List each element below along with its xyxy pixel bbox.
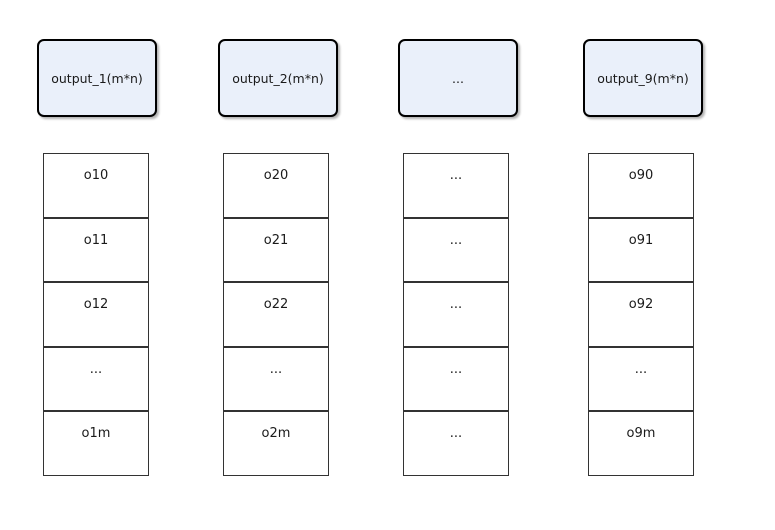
table-cell: o9m — [589, 412, 693, 475]
table-cell: o21 — [224, 219, 328, 284]
output-cell-table: o20 o21 o22 ... o2m — [223, 153, 329, 476]
table-cell: o11 — [44, 219, 148, 284]
output-header-label: output_9(m*n) — [597, 70, 689, 86]
output-header-box: output_1(m*n) — [37, 39, 157, 117]
table-cell-label: o90 — [628, 168, 654, 183]
output-group: output_2(m*n) o20 o21 o22 ... o2m — [218, 39, 338, 476]
table-cell-label: ... — [269, 361, 283, 377]
table-cell: o2m — [224, 412, 328, 475]
output-header-box: output_2(m*n) — [218, 39, 338, 117]
table-cell-label: ... — [449, 426, 463, 442]
table-cell-label: o2m — [261, 426, 291, 442]
table-cell: o12 — [44, 283, 148, 348]
table-cell: o1m — [44, 412, 148, 475]
output-group: output_9(m*n) o90 o91 o92 ... o9m — [583, 39, 703, 476]
table-cell: o92 — [589, 283, 693, 348]
table-cell: o22 — [224, 283, 328, 348]
table-cell-label: o12 — [83, 297, 109, 313]
table-cell-label: o11 — [83, 232, 109, 248]
table-cell-label: o21 — [263, 232, 289, 248]
table-cell-label: ... — [449, 297, 463, 313]
table-cell: o91 — [589, 219, 693, 284]
output-header-label: output_1(m*n) — [51, 70, 143, 86]
output-cell-table: ... ... ... ... ... — [403, 153, 509, 476]
table-cell: o90 — [589, 154, 693, 219]
table-cell: ... — [404, 412, 508, 475]
table-cell: o10 — [44, 154, 148, 219]
table-cell-label: o1m — [81, 426, 111, 442]
output-header-box: output_9(m*n) — [583, 39, 703, 117]
table-cell: ... — [589, 348, 693, 413]
table-cell-label: ... — [449, 232, 463, 248]
table-cell: ... — [404, 154, 508, 219]
output-cell-table: o10 o11 o12 ... o1m — [43, 153, 149, 476]
output-header-label: output_2(m*n) — [232, 70, 324, 86]
table-cell: ... — [44, 348, 148, 413]
table-cell-label: o9m — [626, 426, 656, 442]
output-group: ... ... ... ... ... ... — [398, 39, 518, 476]
output-header-label: ... — [452, 70, 464, 86]
output-cell-table: o90 o91 o92 ... o9m — [588, 153, 694, 476]
output-group: output_1(m*n) o10 o11 o12 ... o1m — [37, 39, 157, 476]
table-cell-label: ... — [449, 361, 463, 377]
table-cell: ... — [404, 219, 508, 284]
table-cell-label: o22 — [263, 297, 289, 313]
table-cell-label: o91 — [628, 232, 654, 248]
output-header-box: ... — [398, 39, 518, 117]
table-cell: ... — [224, 348, 328, 413]
table-cell: ... — [404, 283, 508, 348]
table-cell-label: o10 — [83, 168, 109, 183]
table-cell: o20 — [224, 154, 328, 219]
table-cell-label: ... — [634, 361, 648, 377]
table-cell-label: o92 — [628, 297, 654, 313]
table-cell-label: ... — [89, 361, 103, 377]
table-cell-label: ... — [449, 168, 463, 183]
table-cell-label: o20 — [263, 168, 289, 183]
table-cell: ... — [404, 348, 508, 413]
